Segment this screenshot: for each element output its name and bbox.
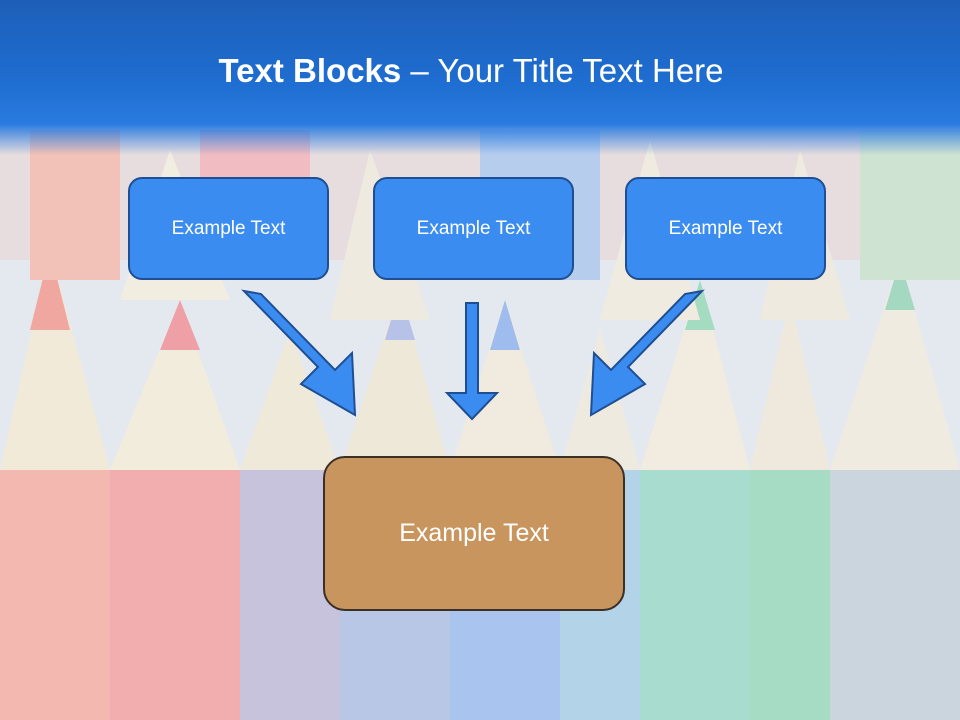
text-block-3[interactable]: Example Text	[625, 177, 826, 280]
text-block-3-label: Example Text	[668, 217, 783, 239]
text-block-2[interactable]: Example Text	[373, 177, 574, 280]
text-block-1[interactable]: Example Text	[128, 177, 329, 280]
title-rest-text: – Your Title Text Here	[401, 52, 724, 89]
slide-title: Text Blocks – Your Title Text Here	[0, 52, 942, 90]
target-text-block-label: Example Text	[399, 519, 549, 547]
target-text-block[interactable]: Example Text	[323, 456, 625, 611]
title-bar	[0, 0, 960, 155]
text-block-1-label: Example Text	[171, 217, 286, 239]
title-bold-text: Text Blocks	[218, 52, 402, 89]
text-block-2-label: Example Text	[416, 217, 531, 239]
